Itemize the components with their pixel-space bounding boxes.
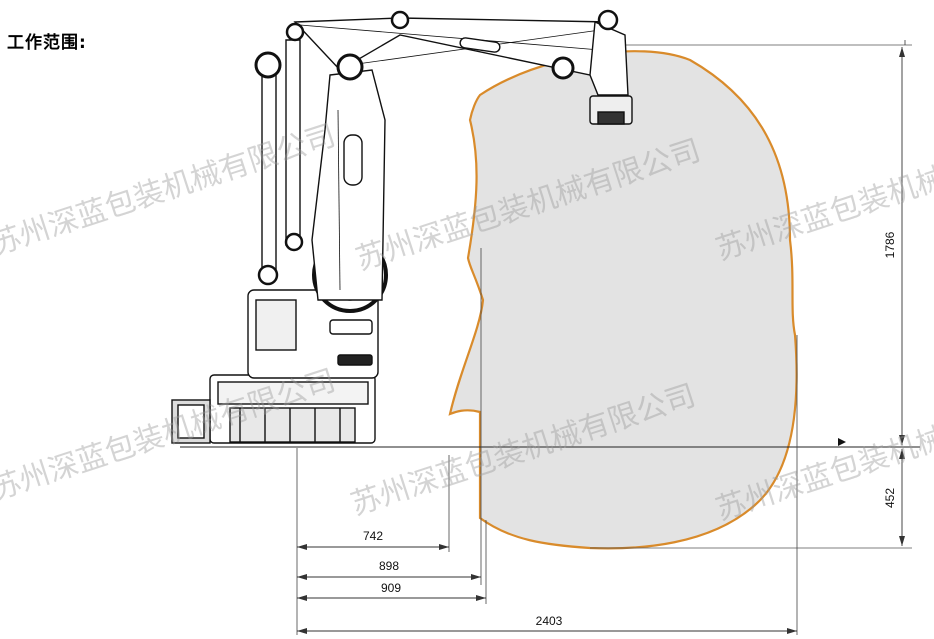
robot-lower-arm bbox=[311, 69, 386, 301]
dimension-2403: 2403 bbox=[297, 614, 797, 634]
dim-label-1786: 1786 bbox=[883, 231, 897, 258]
dimension-452: 452 bbox=[883, 449, 905, 546]
dim-label-742: 742 bbox=[363, 529, 383, 543]
robot-illustration bbox=[171, 9, 633, 444]
dimension-898: 898 bbox=[297, 559, 481, 580]
dim-label-452: 452 bbox=[883, 488, 897, 508]
axis-marker bbox=[838, 438, 846, 446]
page-title: 工作范围: bbox=[7, 33, 87, 53]
robot-wrist bbox=[589, 20, 629, 96]
dim-label-909: 909 bbox=[381, 581, 401, 595]
dim-label-2403: 2403 bbox=[536, 614, 563, 628]
dimension-909: 909 bbox=[297, 581, 486, 601]
dimension-1786: 1786 bbox=[883, 47, 905, 445]
dim-label-898: 898 bbox=[379, 559, 399, 573]
dimension-742: 742 bbox=[297, 529, 449, 550]
robot-joint bbox=[285, 22, 305, 42]
